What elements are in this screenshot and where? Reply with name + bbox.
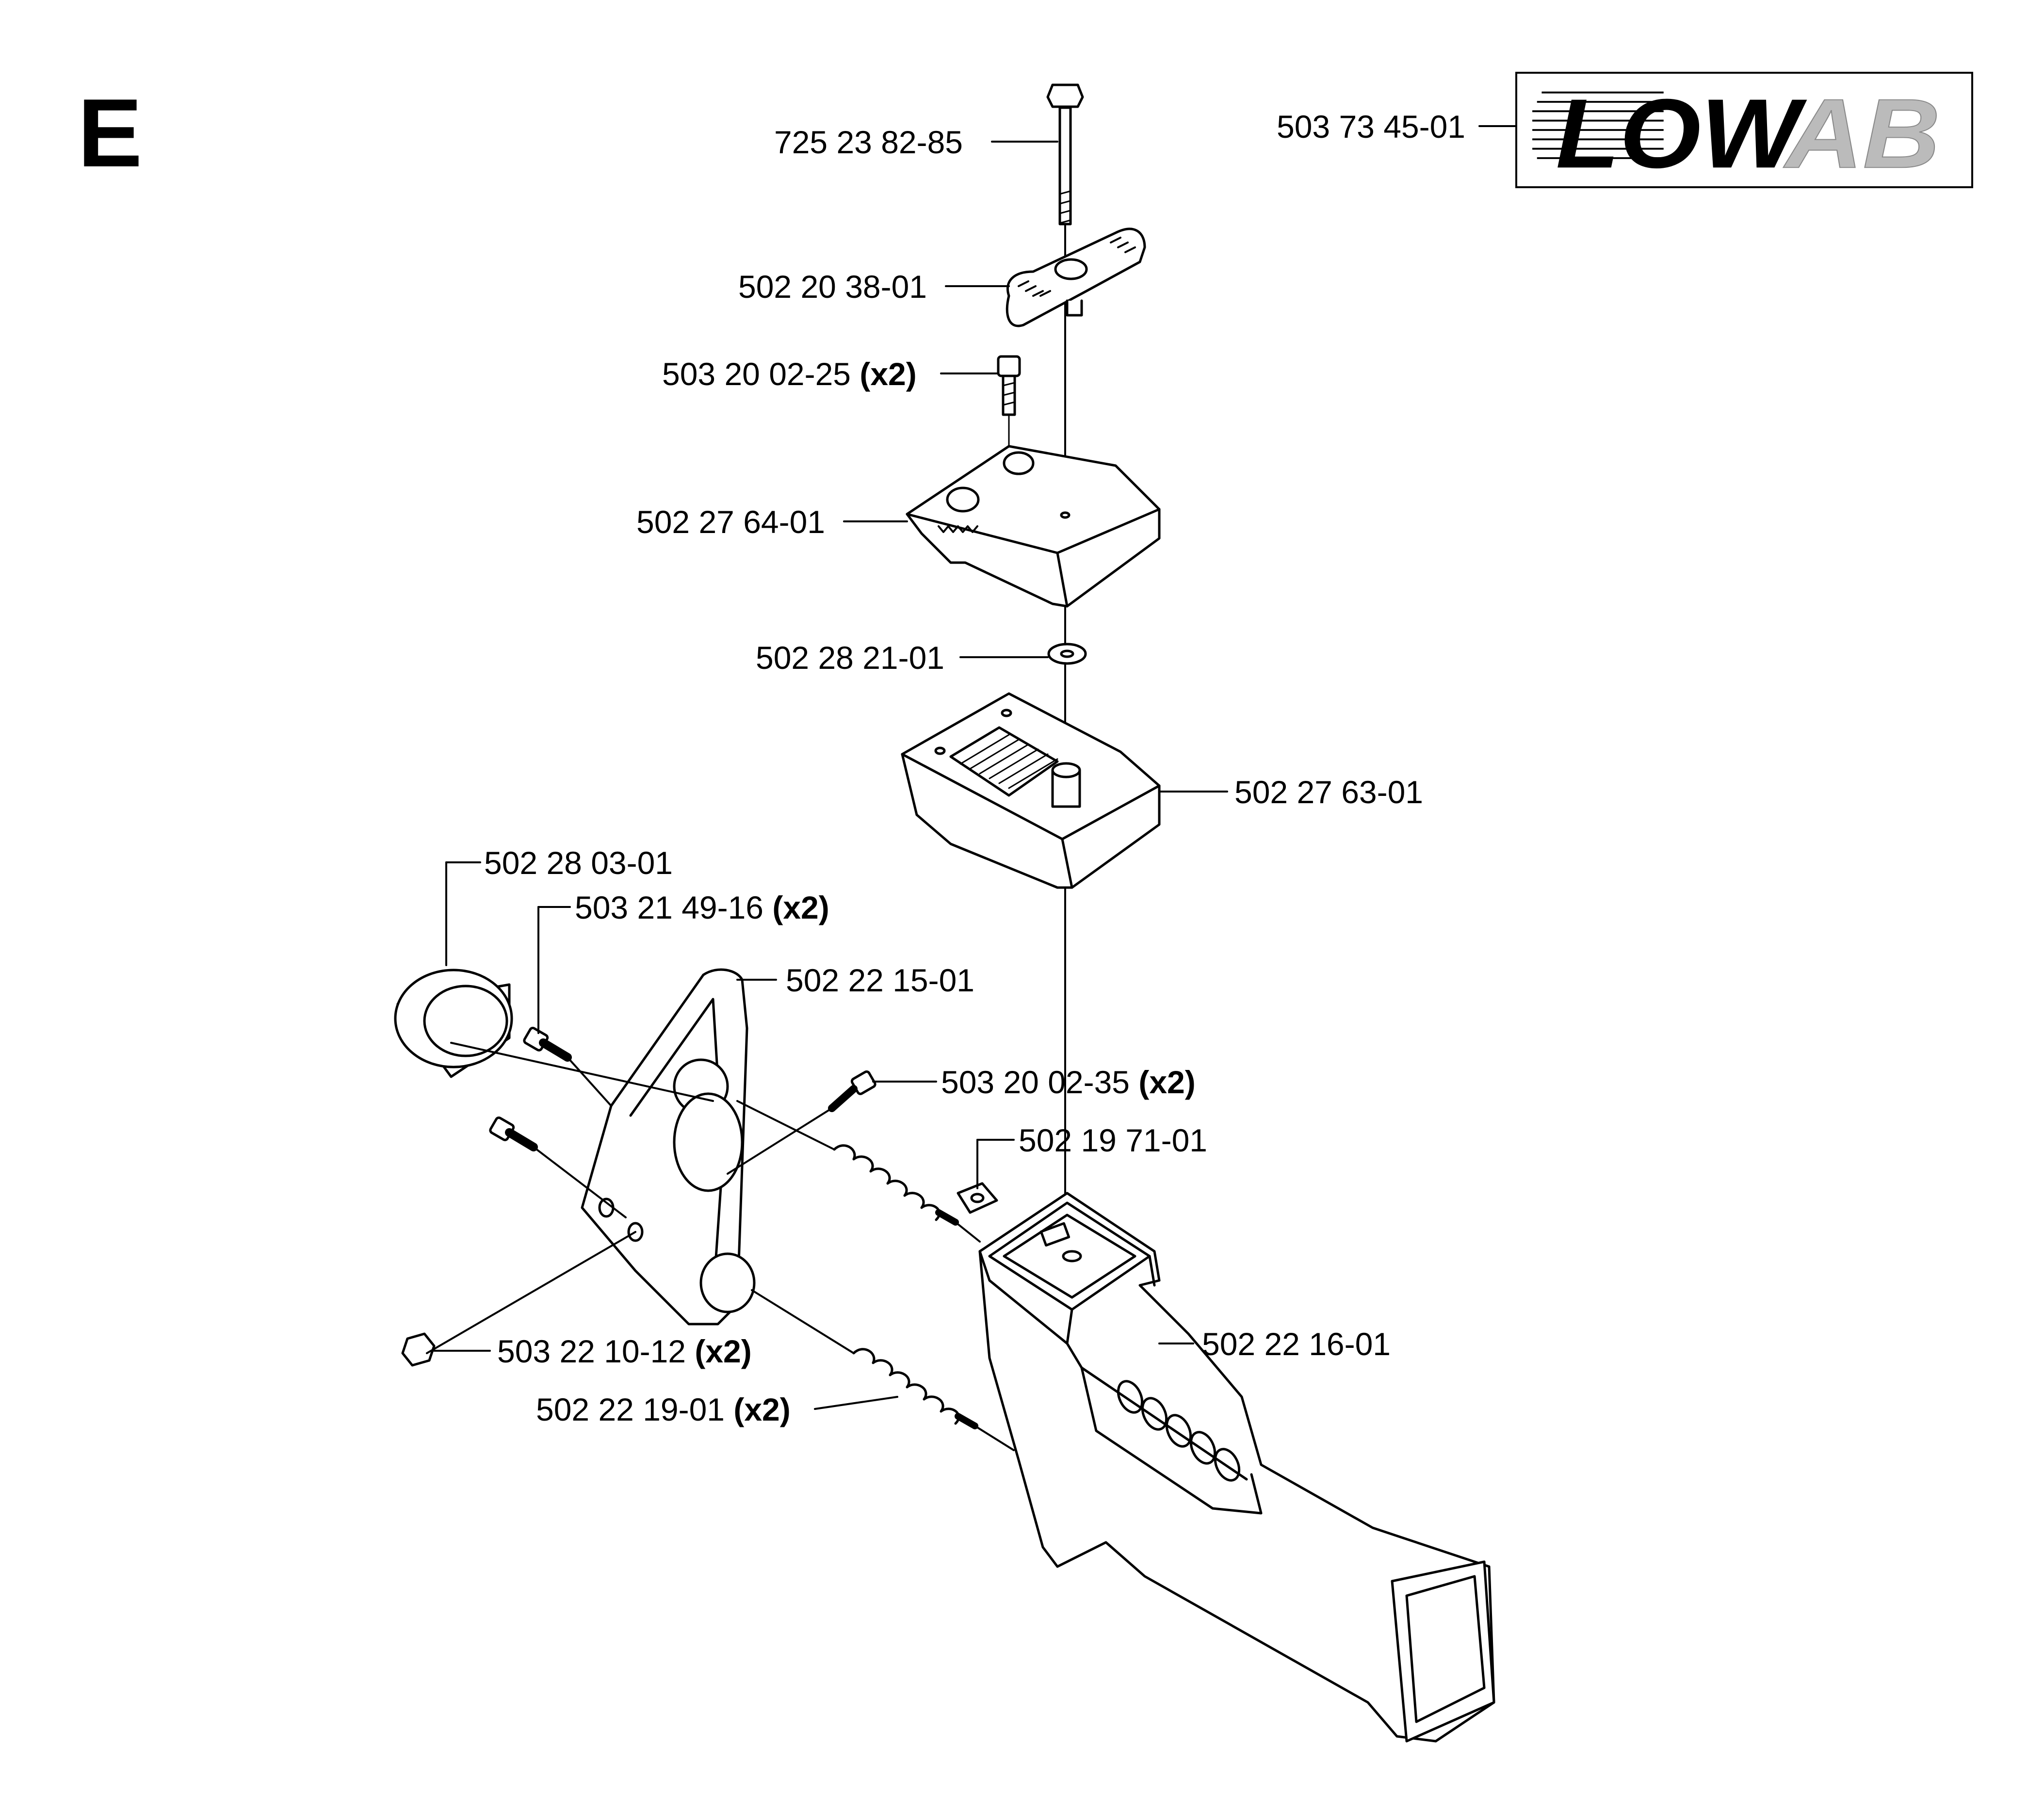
logo-graphic: LOW AB xyxy=(1532,78,1941,186)
part-label-bushing: 502 28 03-01 xyxy=(484,845,673,881)
spring-upper xyxy=(833,1144,959,1226)
screw-long xyxy=(828,1070,876,1112)
nut xyxy=(401,1332,436,1367)
square-nut xyxy=(957,1182,998,1214)
section-letter: E xyxy=(78,79,143,187)
logo-text: LOW xyxy=(1556,79,1807,186)
part-label-screw-long: 503 20 02-35 (x2) xyxy=(941,1064,1196,1100)
assembly-lines xyxy=(426,1042,1015,1451)
part-label-screw-upper-left: 503 21 49-16 (x2) xyxy=(575,890,829,925)
leader-lines xyxy=(433,125,1516,1410)
washer-hole xyxy=(1060,649,1074,658)
part-label-screw-short: 503 20 02-25 (x2) xyxy=(662,356,917,392)
part-label-washer: 502 28 21-01 xyxy=(756,640,945,676)
washer xyxy=(1047,643,1087,665)
part-label-nut: 503 22 10-12 (x2) xyxy=(497,1333,752,1369)
upper-clamp xyxy=(906,445,1161,608)
logo-text-faded: AB xyxy=(1783,79,1940,186)
part-label-spring: 502 22 19-01 (x2) xyxy=(536,1391,791,1427)
bushing xyxy=(394,969,513,1078)
screw-upper-left xyxy=(523,1026,572,1062)
part-label-bracket: 502 22 15-01 xyxy=(786,962,975,998)
logo-decal: LOW AB xyxy=(1515,72,1973,188)
part-label-wing-knob: 502 20 38-01 xyxy=(738,269,927,305)
screw-short xyxy=(997,355,1021,447)
part-label-bolt: 725 23 82-85 xyxy=(774,124,963,160)
spring-lower xyxy=(852,1348,978,1429)
part-label-handle: 502 22 16-01 xyxy=(1202,1326,1391,1362)
part-label-square-nut: 502 19 71-01 xyxy=(1019,1122,1208,1158)
handle-tube xyxy=(978,1192,1495,1743)
logo-part-label: 503 73 45-01 xyxy=(1277,109,1466,145)
part-label-upper-clamp: 502 27 64-01 xyxy=(636,504,826,540)
wing-knob xyxy=(1006,227,1146,327)
lower-clamp xyxy=(901,692,1161,889)
part-label-lower-clamp: 502 27 63-01 xyxy=(1234,774,1424,810)
bracket xyxy=(581,968,756,1326)
screw-lower-left xyxy=(489,1116,538,1151)
bolt-long xyxy=(1046,83,1084,226)
